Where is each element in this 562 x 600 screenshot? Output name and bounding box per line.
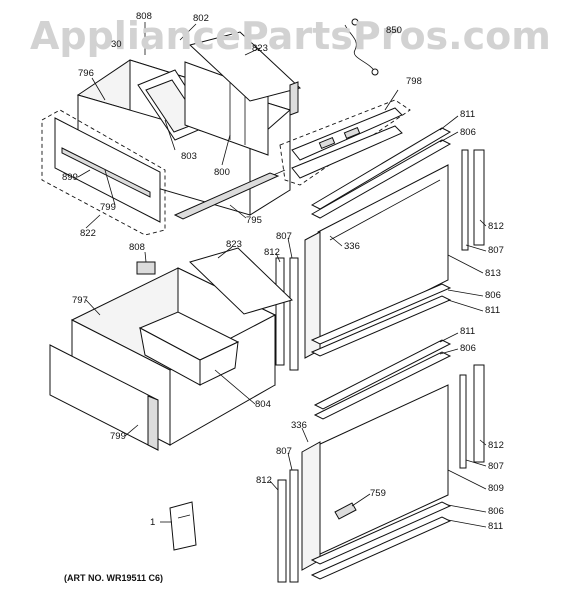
callout-798: 798	[406, 76, 422, 87]
upper-wire-harness-850	[344, 18, 379, 76]
callout-899: 899	[62, 172, 78, 183]
callout-812: 812	[488, 440, 504, 451]
leader-lines	[77, 22, 487, 528]
callout-822: 822	[80, 228, 96, 239]
art-number: (ART NO. WR19511 C6)	[64, 573, 164, 583]
callout-812: 812	[256, 475, 272, 486]
callout-812: 812	[488, 221, 504, 232]
lower-back-panel-823	[189, 247, 293, 315]
callout-807: 807	[488, 461, 504, 472]
lower-drawer-front-799	[49, 344, 159, 451]
lower-door-hinge-807	[459, 374, 467, 469]
callout-811: 811	[460, 109, 476, 120]
callout-802: 802	[193, 13, 209, 24]
callout-796: 796	[78, 68, 94, 79]
callout-813: 813	[485, 268, 501, 279]
upper-door-top-strip	[310, 127, 452, 219]
lower-door-hinge-left-807	[289, 469, 299, 583]
upper-back-panel-823	[188, 31, 302, 116]
lower-door-trim-left-812	[277, 479, 287, 583]
callout-808: 808	[129, 242, 145, 253]
callout-823: 823	[226, 239, 242, 250]
lower-door-809	[301, 384, 449, 571]
lower-bin-804	[138, 311, 240, 386]
upper-door-gasket-strips	[310, 283, 452, 357]
callout-811: 811	[485, 305, 501, 316]
callout-806: 806	[485, 290, 501, 301]
callout-795: 795	[246, 215, 262, 226]
callout-807: 807	[276, 231, 292, 242]
lower-door-gasket-strips	[310, 501, 452, 580]
upper-door-813	[304, 164, 449, 359]
callout-811: 811	[460, 326, 476, 337]
callout-806: 806	[460, 127, 476, 138]
upper-door-hinge-left-807	[289, 257, 299, 371]
callout-807: 807	[276, 446, 292, 457]
callout-808: 808	[136, 11, 152, 22]
callout-759: 759	[370, 488, 386, 499]
callout-803: 803	[181, 151, 197, 162]
callout-804: 804	[255, 399, 271, 410]
upper-drawer-rail	[173, 172, 280, 220]
upper-door-trim-left-812	[275, 257, 285, 366]
callout-336: 336	[291, 420, 307, 431]
lower-clip-808	[136, 261, 156, 275]
watermark-text: AppliancePartsPros.com	[30, 14, 551, 58]
callout-807: 807	[488, 245, 504, 256]
callout-797: 797	[72, 295, 88, 306]
callout-800: 800	[214, 167, 230, 178]
callout-30: 30	[111, 39, 122, 50]
callout-336: 336	[344, 241, 360, 252]
callout-811: 811	[488, 521, 504, 532]
callout-809: 809	[488, 483, 504, 494]
callout-812: 812	[264, 247, 280, 258]
callout-806: 806	[488, 506, 504, 517]
callout-799: 799	[100, 202, 116, 213]
control-panel-798	[279, 99, 411, 186]
lower-door-top-strip	[313, 339, 452, 420]
callout-806: 806	[460, 343, 476, 354]
callout-799: 799	[110, 431, 126, 442]
lower-door-trim-812	[473, 364, 485, 463]
manual-document-1	[169, 501, 197, 551]
upper-door-trim-812	[473, 149, 485, 246]
callout-850: 850	[386, 25, 402, 36]
callout-823: 823	[252, 43, 268, 54]
upper-door-hinge-807	[461, 149, 469, 251]
callout-1: 1	[150, 517, 156, 528]
